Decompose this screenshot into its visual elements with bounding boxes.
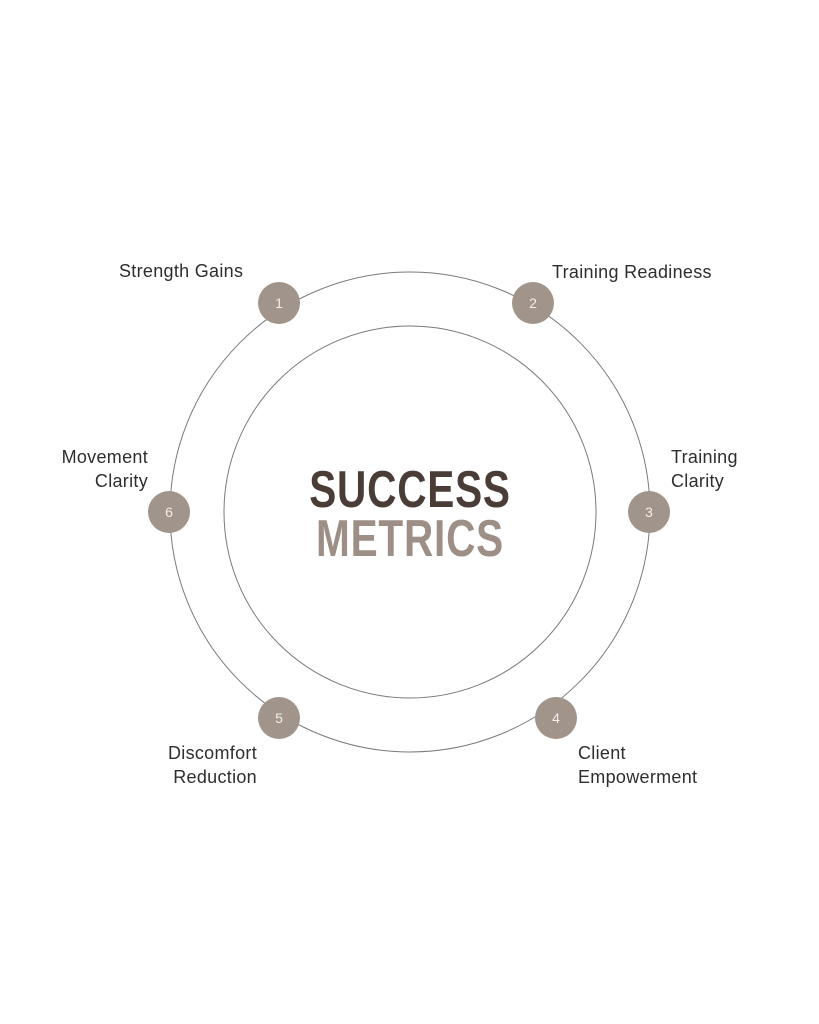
metric-node-2: 2 [512,282,554,324]
inner-ring [223,325,597,699]
metric-node-3: 3 [628,491,670,533]
metric-label-1: Strength Gains [119,261,244,281]
title-success: SUCCESS [309,461,511,519]
metric-node-1: 1 [258,282,300,324]
metric-node-6: 6 [148,491,190,533]
metric-node-5: 5 [258,697,300,739]
title-metrics: METRICS [316,510,504,568]
metric-node-4: 4 [535,697,577,739]
metric-label-2: Training Readiness [552,262,712,282]
